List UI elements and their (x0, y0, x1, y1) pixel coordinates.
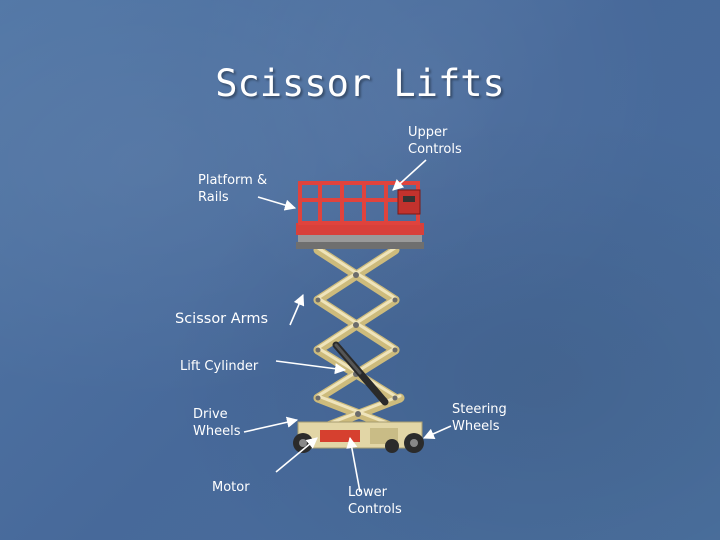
arrow-upper-controls (393, 160, 426, 190)
arrow-drive-wheels (244, 420, 297, 432)
label-scissor-arms: Scissor Arms (175, 311, 268, 328)
label-steering-wheels: Steering Wheels (452, 401, 507, 435)
lift-cylinder-graphic (336, 345, 385, 402)
label-drive-wheels: Drive Wheels (193, 406, 240, 440)
label-motor: Motor (212, 479, 250, 496)
chassis-graphic (293, 422, 424, 453)
platform-graphic (296, 183, 424, 249)
arrow-scissor-arms (290, 295, 303, 325)
label-platform-rails: Platform & Rails (198, 172, 267, 206)
arrow-steering-wheels (424, 426, 451, 438)
label-lower-controls: Lower Controls (348, 484, 402, 518)
label-upper-controls: Upper Controls (408, 124, 462, 158)
label-lift-cylinder: Lift Cylinder (180, 358, 258, 375)
